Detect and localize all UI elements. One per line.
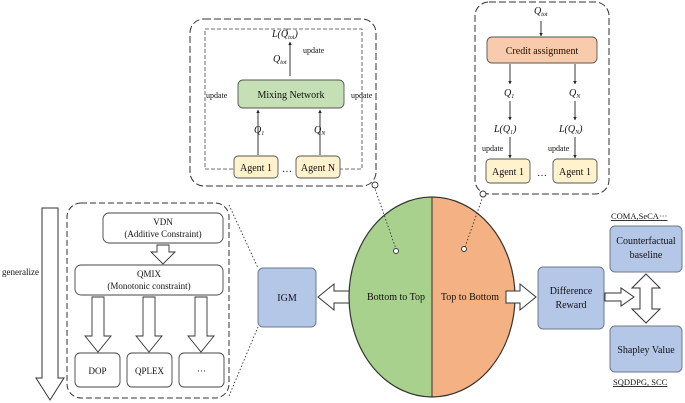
mixing-update-right: update: [351, 91, 373, 100]
credit-ellipsis: …: [537, 168, 547, 179]
mixing-panel-leader: [373, 185, 397, 250]
mixing-network-box: [237, 79, 345, 109]
circle-right-half: [432, 197, 515, 397]
credit-agent-n-box: [552, 158, 598, 184]
mixing-ellipsis: …: [282, 164, 292, 175]
more-variants-box: [178, 352, 225, 388]
difference-reward-line2: Reward: [555, 300, 586, 311]
credit-assignment-label: Credit assignment: [506, 46, 579, 57]
left-panel-frame: [66, 202, 230, 399]
generalize-label: generalize: [2, 267, 39, 277]
dop-label: DOP: [88, 366, 106, 376]
circle-left-half: [349, 197, 432, 397]
qplex-box: [126, 352, 173, 388]
qplex-label: QPLEX: [135, 366, 165, 376]
vdn-box: [102, 212, 224, 244]
mixing-update-top: update: [303, 46, 325, 55]
qmix-constraint: (Monotonic constraint): [107, 281, 190, 291]
credit-agent-1-label: Agent 1: [492, 167, 524, 178]
credit-assignment-box: [486, 36, 598, 64]
credit-panel-anchor: [479, 190, 487, 198]
credit-update-right: update: [548, 144, 570, 153]
circle-to-difference-arrow: [505, 282, 537, 312]
counterfactual-line2: baseline: [630, 250, 663, 261]
mixing-panel-anchor: [371, 181, 379, 189]
igm-box: [257, 267, 317, 328]
counterfactual-shapley-double-arrow: [630, 273, 662, 324]
qmix-to-variants-arrows: [84, 296, 215, 353]
difference-reward-box: [537, 266, 605, 330]
mixing-network-label: Mixing Network: [258, 90, 325, 101]
credit-qtot-label: Qtot: [534, 6, 548, 18]
vdn-constraint: (Additive Constraint): [124, 229, 201, 239]
vdn-to-qmix-arrow: [149, 244, 177, 265]
top-methods-label: COMA,SeCA···: [611, 211, 667, 221]
mixing-agent-n-label: Agent N: [301, 163, 335, 174]
update-loop-right: [287, 28, 363, 170]
difference-reward-line1: Difference: [550, 286, 593, 297]
shapley-label: Shapley Value: [617, 345, 675, 356]
generalize-arrow: [35, 207, 65, 401]
qmix-name: QMIX: [137, 269, 161, 279]
mixing-qn-label: QN: [314, 125, 326, 137]
credit-update-left: update: [482, 144, 504, 153]
dop-box: [74, 352, 121, 388]
mixing-q1-label: Q1: [254, 125, 264, 137]
bottom-methods-label: SQDDPG, SCC: [613, 377, 668, 387]
shapley-box: [609, 325, 683, 373]
qmix-box: [74, 264, 224, 296]
circle-left-anchor: [393, 248, 399, 254]
more-variants-label: ···: [197, 366, 206, 376]
mixing-qtot-label: Qtot: [273, 54, 287, 66]
credit-qn-label: QN: [569, 88, 581, 100]
update-loop-left: [204, 28, 287, 170]
mixing-agent-n-box: [295, 155, 341, 179]
difference-to-methods-arrow: [604, 287, 635, 307]
credit-agent-n-label: Agent 1: [559, 167, 591, 178]
mixing-loss-label: L(Qtot): [271, 29, 298, 41]
igm-connector-top: [228, 204, 259, 269]
mixing-agent-1-label: Agent 1: [240, 163, 272, 174]
igm-connector-bottom: [228, 326, 259, 397]
igm-label: IGM: [277, 293, 297, 304]
credit-loss-q1-label: L(Q1): [493, 124, 517, 136]
vdn-name: VDN: [153, 217, 173, 227]
credit-q1-label: Q1: [504, 88, 514, 100]
counterfactual-line1: Counterfactual: [616, 236, 676, 247]
credit-agent-1-box: [485, 158, 531, 184]
mixing-update-left: update: [206, 91, 228, 100]
bottom-to-top-label: Bottom to Top: [367, 292, 425, 303]
mixing-agent-1-box: [233, 155, 279, 179]
credit-loss-qn-label: L(QN): [558, 124, 583, 136]
circle-right-anchor: [461, 246, 467, 252]
counterfactual-box: [609, 225, 683, 273]
top-to-bottom-label: Top to Bottom: [441, 292, 499, 303]
